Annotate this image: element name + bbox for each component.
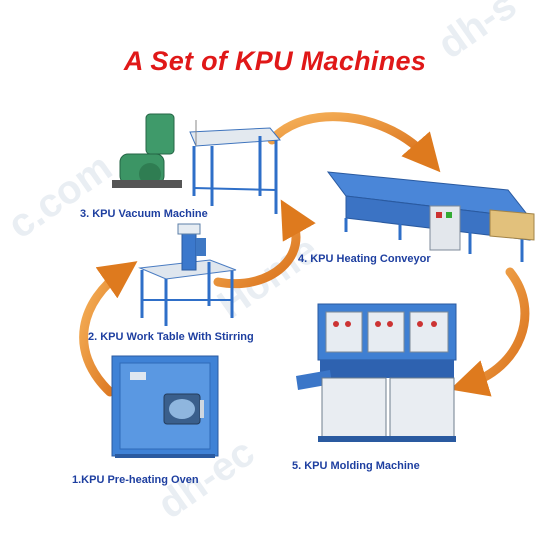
heating-conveyor-machine xyxy=(326,171,535,262)
page-title: A Set of KPU Machines xyxy=(123,46,427,76)
arrow-oven-to-table xyxy=(79,261,138,397)
svg-text:c.com: c.com xyxy=(0,145,120,247)
watermark: dh-ec Home c.com dh-s xyxy=(0,0,524,527)
work-table-machine xyxy=(138,223,237,326)
step-label-work-table: 2. KPU Work Table With Stirring xyxy=(88,331,254,343)
step-label-vacuum-machine: 3. KPU Vacuum Machine xyxy=(80,208,208,220)
step-label-heating-conveyor: 4. KPU Heating Conveyor xyxy=(298,253,431,265)
molding-machine xyxy=(296,303,457,442)
vacuum-machine xyxy=(112,113,282,214)
preheating-oven-machine xyxy=(111,355,219,458)
step-label-molding-machine: 5. KPU Molding Machine xyxy=(292,460,420,472)
flow-arrows xyxy=(79,112,530,397)
arrow-conveyor-to-molding xyxy=(449,267,530,397)
arrow-table-to-vacuum xyxy=(213,199,316,288)
arrow-vacuum-to-conveyor xyxy=(267,112,441,173)
step-label-preheating-oven: 1.KPU Pre-heating Oven xyxy=(72,474,199,486)
